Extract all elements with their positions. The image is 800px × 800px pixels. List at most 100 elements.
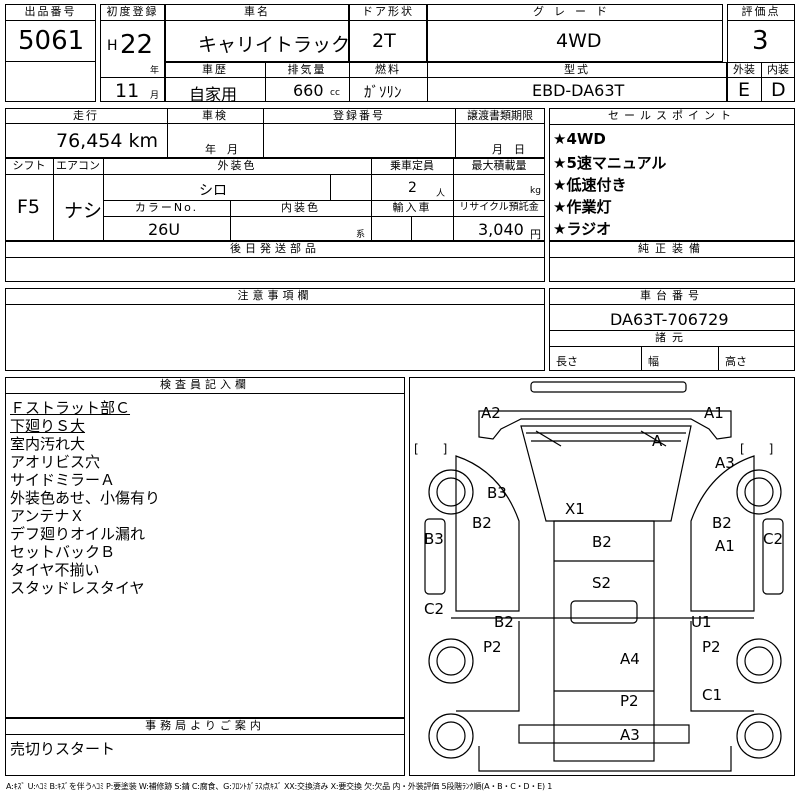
vehicle-diagram [409, 377, 795, 776]
inspector-note-9: セットバックＢ [10, 543, 116, 561]
inspector-label: 検査員記入欄 [160, 378, 250, 391]
bracket-right: [ ] [740, 442, 774, 456]
lot-label: 出品番号 [24, 5, 77, 18]
mark-b2-left: B2 [472, 514, 492, 532]
fuel-value: ｶﾞｿﾘﾝ [364, 83, 402, 101]
history-label: 車歴 [202, 63, 228, 76]
mark-s2: S2 [592, 574, 612, 592]
car-name-label: 車名 [244, 5, 270, 18]
displacement-value: 660 [293, 81, 324, 100]
door-type: 2T [372, 30, 396, 52]
length-label: 長さ [556, 355, 578, 368]
genuine-label: 純正装備 [638, 242, 706, 255]
grade-value: 4WD [556, 30, 602, 52]
reg-no-label: 登録番号 [333, 109, 385, 122]
sales-point-3: ★低速付き [553, 176, 627, 194]
inspector-note-2: 下廻りＳ大 [10, 417, 86, 435]
ac-value: ナシ [64, 200, 103, 222]
inspector-note-8: デフ廻りオイル漏れ [10, 525, 146, 543]
mark-a1-right: A1 [715, 537, 735, 555]
lot-number: 5061 [18, 26, 85, 56]
mark-c1: C1 [702, 686, 723, 704]
spec-row [5, 158, 545, 241]
mileage-label: 走行 [73, 109, 99, 122]
width-label: 幅 [648, 355, 659, 368]
office-text: 売切りスタート [10, 740, 116, 758]
mark-p2-bottom: P2 [620, 692, 639, 710]
inspector-note-5: サイドミラーＡ [10, 471, 116, 489]
sales-point-1: ★4WD [553, 130, 606, 148]
inspection-ym: 年 月 [205, 143, 238, 156]
mark-a2: A2 [481, 404, 501, 422]
load-label: 最大積載量 [471, 159, 527, 172]
mark-a3-bottom: A3 [620, 726, 640, 744]
month-unit: 月 [150, 91, 160, 101]
color-value: シロ [199, 183, 227, 199]
door-box [349, 4, 427, 62]
mark-c2-right: C2 [763, 530, 784, 548]
recycle-label: リサイクル預託金 [459, 202, 539, 213]
office-label: 事務局よりご案内 [145, 719, 265, 732]
chassis-box [549, 288, 795, 371]
legend-text: A:ｷｽﾞ U:ﾍｺﾐ B:ｷｽﾞを伴うﾍｺﾐ P:要塗装 W:補修跡 S:錆 … [6, 782, 553, 791]
capacity-label: 乗車定員 [390, 159, 434, 172]
score-label: 評価点 [741, 5, 781, 18]
interior-color-unit: 系 [356, 230, 366, 240]
recycle-unit: 円 [530, 228, 541, 241]
genuine-box [549, 241, 795, 282]
reg-year: 22 [120, 30, 154, 60]
displacement-unit: cc [330, 88, 340, 98]
mark-a-glass: A [652, 432, 663, 450]
exterior-score: E [738, 79, 751, 101]
car-name: キャリイトラック [198, 34, 351, 56]
color-no-value: 26U [148, 220, 181, 239]
recycle-value: 3,040 [478, 220, 524, 239]
color-label: 外装色 [217, 159, 257, 172]
inspection-label: 車検 [202, 109, 228, 122]
transfer-md: 月 日 [492, 143, 525, 156]
spec-label: 諸元 [655, 331, 689, 344]
door-label: ドア形状 [362, 5, 414, 18]
shift-label: シフト [12, 159, 46, 172]
grade-label: グレード [533, 5, 617, 18]
transfer-label: 譲渡書類期限 [467, 109, 533, 122]
ac-label: エアコン [56, 159, 100, 172]
caution-label: 注意事項欄 [237, 289, 313, 302]
first-reg-label: 初度登録 [106, 5, 159, 18]
inspector-box [5, 377, 405, 718]
mark-c2-left: C2 [424, 600, 445, 618]
exterior-label: 外装 [733, 63, 755, 76]
sales-point-4: ★作業灯 [553, 198, 612, 216]
mark-x1: X1 [565, 500, 585, 518]
inspector-note-10: タイヤ不揃い [10, 561, 100, 579]
sales-points-label: セールスポイント [608, 109, 736, 122]
import-label: 輸入車 [392, 201, 432, 214]
inspector-note-1: Ｆストラット部Ｃ [10, 399, 131, 417]
capacity-unit: 人 [436, 189, 446, 199]
mark-b2-floor: B2 [494, 613, 514, 631]
interior-label: 内装 [767, 63, 789, 76]
fuel-label: 燃料 [375, 63, 401, 76]
model-value: EBD-DA63T [532, 81, 625, 100]
mark-b2-center: B2 [592, 533, 612, 551]
bracket-left: [ ] [414, 442, 448, 456]
grade-box [427, 4, 723, 62]
inspector-note-11: スタッドレスタイヤ [10, 579, 145, 597]
car-name-box [165, 4, 349, 62]
sales-point-2: ★5速マニュアル [553, 154, 667, 172]
mark-a3-right: A3 [715, 454, 735, 472]
later-parts-box [5, 241, 545, 282]
caution-box [5, 288, 545, 371]
model-label: 型式 [564, 63, 590, 76]
inspector-note-6: 外装色あせ、小傷有り [10, 489, 161, 507]
interior-score: D [771, 79, 786, 101]
mark-b2-right: B2 [712, 514, 732, 532]
chassis-number: DA63T-706729 [610, 310, 729, 329]
height-label: 高さ [725, 355, 747, 368]
mark-p2-left: P2 [483, 638, 502, 656]
interior-color-label: 内装色 [281, 201, 320, 214]
load-unit: kg [530, 186, 541, 196]
office-box [5, 718, 405, 776]
sales-points-box [549, 108, 795, 241]
capacity-value: 2 [408, 180, 417, 196]
